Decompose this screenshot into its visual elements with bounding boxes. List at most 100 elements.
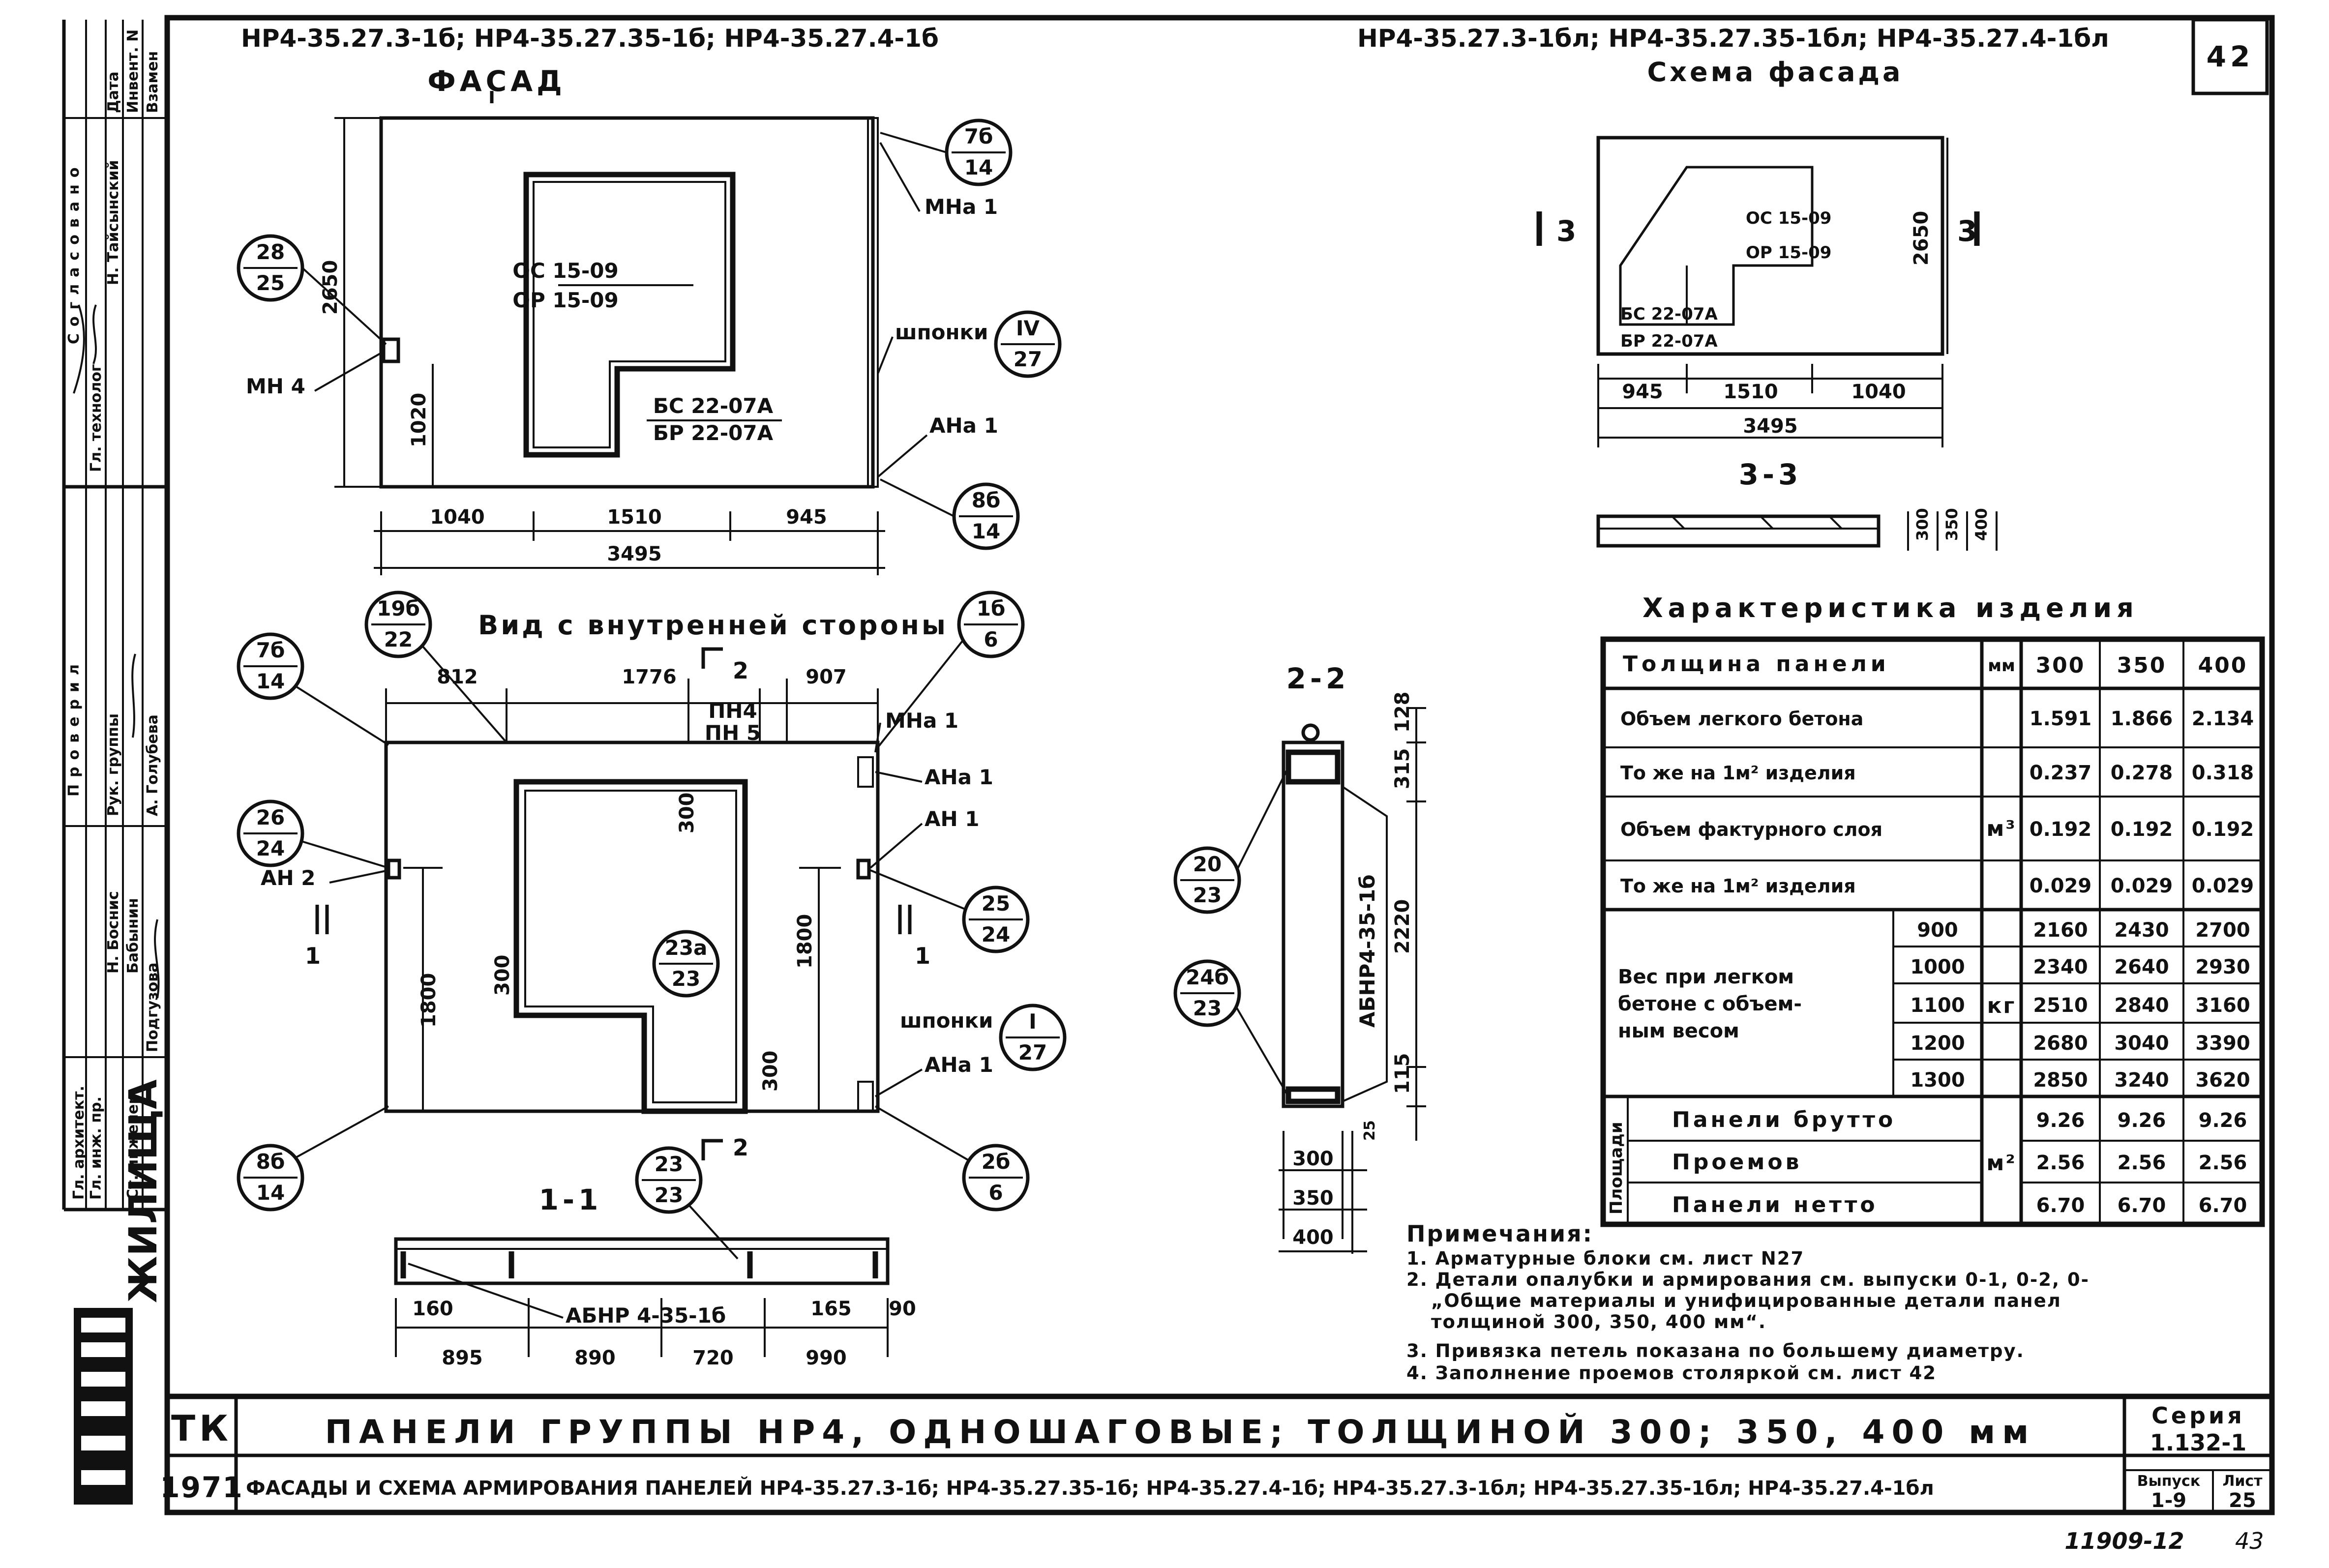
section-mark-1-left: 1 [305, 943, 321, 969]
characteristics-title: Характеристика изделия [1642, 592, 2139, 623]
weight-900-v2: 2430 [2114, 919, 2169, 942]
series-label: Серия [2151, 1402, 2245, 1429]
row-volume-2-v1: 0.237 [2030, 762, 2092, 784]
section-mark-1-right: 1 [915, 943, 930, 969]
svg-text:23: 23 [1193, 883, 1222, 907]
thickness-350: 350 [2117, 653, 2167, 678]
weight-1100-v2: 2840 [2114, 994, 2169, 1017]
svg-text:14: 14 [256, 669, 285, 693]
scheme-dim-1510: 1510 [1723, 381, 1778, 403]
area-row-3-v3: 6.70 [2199, 1194, 2247, 1217]
sheet-number-box [2191, 18, 2269, 95]
dim-300-22: 300 [1292, 1148, 1334, 1170]
dim-400-22: 400 [1292, 1226, 1334, 1249]
brand-stamp: ЖИЛИЩА [74, 1079, 166, 1505]
dim-300-b: 300 [676, 793, 698, 834]
signatures [73, 304, 160, 999]
svg-text:22: 22 [384, 627, 413, 651]
scheme-door-upper: БС 22-07А [1620, 304, 1718, 324]
unit-m3: м³ [1986, 816, 2016, 841]
weight-1100-v3: 3160 [2195, 994, 2250, 1017]
svg-text:24: 24 [256, 836, 285, 860]
svg-text:23: 23 [1193, 996, 1222, 1020]
left-header: НР4-35.27.3-1б; НР4-35.27.35-1б; НР4-35.… [241, 24, 939, 53]
weight-1300-v1: 2850 [2033, 1069, 2088, 1092]
note-2-cont-1: „Общие материалы и унифицированные детал… [1431, 1290, 2061, 1311]
area-row-3-v2: 6.70 [2118, 1194, 2166, 1217]
dim-1020: 1020 [408, 393, 430, 447]
dim-890: 890 [574, 1347, 616, 1369]
section-11-title: 1-1 [539, 1183, 602, 1216]
svg-text:8б: 8б [256, 1150, 285, 1174]
dim-315: 315 [1391, 748, 1414, 790]
col-instead: Взамен [144, 51, 161, 113]
weight-1200-v3: 3390 [2195, 1032, 2250, 1055]
density-1200: 1200 [1910, 1032, 1965, 1055]
dim-128: 128 [1391, 692, 1414, 733]
header-unit: мм [1988, 656, 2015, 676]
weight-1300-v2: 3240 [2114, 1069, 2169, 1092]
col-inv: Инвент. N [124, 30, 142, 113]
label-an2: АН 2 [261, 866, 316, 890]
area-row-1-label: Панели брутто [1672, 1107, 1896, 1132]
name-5: Н. Боснис [105, 891, 122, 974]
section-11-drawing [394, 1237, 890, 1357]
area-group-label: Площади [1607, 1122, 1626, 1214]
scheme-mark-left: 3 [1556, 214, 1580, 248]
section-mark-2-top: 2 [733, 657, 748, 684]
row-volume-4-v2: 0.029 [2111, 875, 2173, 897]
row-volume-2-v3: 0.318 [2192, 762, 2254, 784]
svg-text:20: 20 [1193, 852, 1222, 876]
dim-945: 945 [786, 506, 827, 529]
label-pn5: ПН 5 [705, 721, 761, 745]
svg-text:28: 28 [256, 240, 285, 264]
callout: 1б6 [957, 591, 1025, 658]
area-row-2-v3: 2.56 [2199, 1152, 2247, 1174]
dim-300-a: 300 [491, 955, 514, 996]
sheet-frame [164, 15, 2275, 1515]
title-block [167, 1393, 2272, 1512]
section-33-dim-300: 300 [1913, 508, 1932, 541]
name-1: Н. Тайсынский [105, 160, 122, 285]
svg-text:23а: 23а [665, 936, 708, 960]
facade-opening-lower: ОР 15-09 [512, 288, 618, 312]
svg-text:27: 27 [1018, 1040, 1047, 1065]
row-volume-1-v1: 1.591 [2030, 708, 2092, 730]
inner-view-drawing [315, 647, 912, 1160]
row-volume-1-label: Объем легкого бетона [1620, 708, 1863, 730]
area-row-3-v1: 6.70 [2036, 1194, 2085, 1217]
density-1300: 1300 [1910, 1069, 1965, 1092]
weight-label-1: Вес при легком [1618, 966, 1794, 988]
facade-drawing [334, 116, 885, 575]
svg-text:14: 14 [972, 519, 1000, 543]
dim-165: 165 [810, 1298, 852, 1320]
dim-2220: 2220 [1391, 899, 1414, 954]
section-22-drawing [1279, 707, 1426, 1254]
section-22-title: 2-2 [1286, 662, 1350, 695]
svg-text:25: 25 [982, 891, 1010, 916]
svg-text:14: 14 [964, 155, 993, 179]
svg-text:26: 26 [256, 805, 285, 829]
section-33-drawing [1596, 511, 1998, 551]
section-11-label: АБНР 4-35-1б [566, 1303, 726, 1328]
dim-907: 907 [806, 666, 847, 688]
section-33-title: 3-3 [1739, 458, 1802, 491]
weight-label-3: ным весом [1618, 1020, 1739, 1042]
density-1000: 1000 [1910, 956, 1965, 978]
callout: 2б6 [962, 1144, 1030, 1212]
scheme-title: Схема фасада [1647, 57, 1904, 88]
facade-door-upper: БС 22-07А [653, 394, 774, 418]
facade-opening [523, 172, 736, 458]
scheme-dim-945: 945 [1622, 381, 1663, 403]
note-2: 2. Детали опалубки и армирования см. вып… [1406, 1269, 2090, 1290]
dim-115: 115 [1391, 1053, 1414, 1095]
check-title: Проверил [65, 657, 83, 797]
svg-text:7б: 7б [256, 638, 285, 662]
